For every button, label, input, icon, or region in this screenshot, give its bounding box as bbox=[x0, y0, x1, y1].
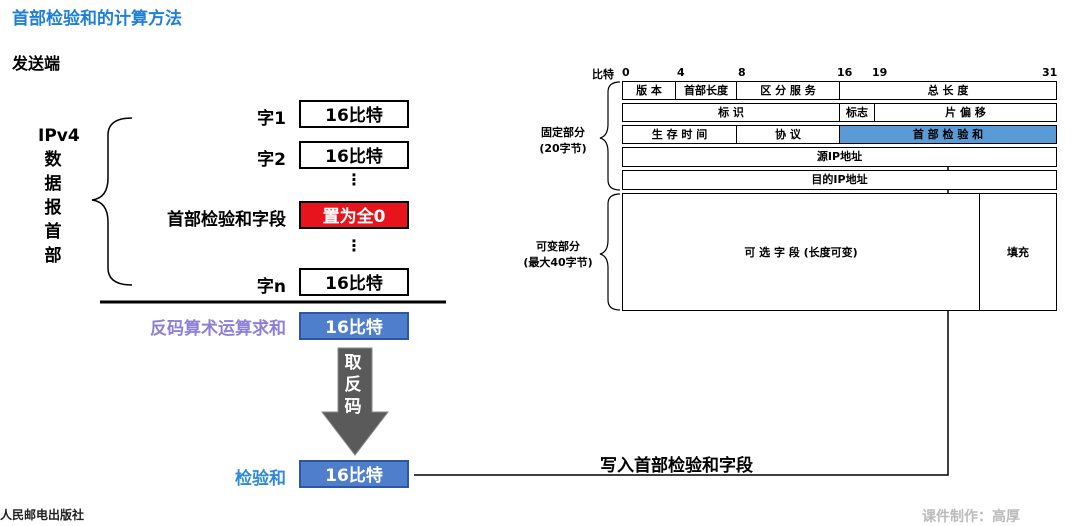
header-length-cell: 首部长度 bbox=[675, 81, 737, 100]
padding-cell: 填充 bbox=[979, 193, 1057, 311]
variable-part-brace bbox=[599, 193, 621, 311]
word1-label: 字1 bbox=[257, 109, 286, 129]
ellipsis-dots: ⋮ bbox=[346, 236, 362, 255]
header-checksum-cell: 首 部 检 验 和 bbox=[839, 125, 1057, 144]
vertical-label-char: 据 bbox=[44, 174, 62, 194]
checksum-box: 16比特 bbox=[299, 460, 409, 488]
sender-label: 发送端 bbox=[12, 54, 61, 73]
variable-part-size: (最大40字节) bbox=[523, 256, 593, 269]
bit-tick: 0 bbox=[622, 66, 630, 79]
fragment-offset-cell: 片 偏 移 bbox=[874, 103, 1057, 122]
credit-text: 课件制作：高厚 bbox=[922, 509, 1020, 525]
bit-tick: 31 bbox=[1042, 66, 1058, 79]
ds-cell: 区 分 服 务 bbox=[736, 81, 840, 100]
sum-box: 16比特 bbox=[299, 312, 409, 340]
fixed-part-size: (20字节) bbox=[539, 142, 587, 155]
variable-part-title: 可变部分 bbox=[536, 240, 580, 253]
checksum-field-label: 首部检验和字段 bbox=[167, 210, 286, 230]
fixed-part-label: 固定部分 (20字节) bbox=[520, 124, 606, 156]
fixed-part-title: 固定部分 bbox=[541, 126, 585, 139]
word2-box: 16比特 bbox=[299, 141, 409, 169]
options-cell: 可 选 字 段 (长度可变) bbox=[622, 193, 980, 311]
wordn-label: 字n bbox=[256, 277, 286, 297]
checksum-label: 检验和 bbox=[235, 469, 286, 489]
variable-part-label: 可变部分 (最大40字节) bbox=[510, 238, 606, 270]
version-cell: 版 本 bbox=[622, 81, 676, 100]
vertical-label-char: 首 bbox=[44, 222, 62, 242]
bit-tick: 19 bbox=[872, 66, 888, 79]
invert-arrow-char: 码 bbox=[344, 397, 362, 417]
bit-tick: 8 bbox=[738, 66, 746, 79]
ttl-cell: 生 存 时 间 bbox=[622, 125, 737, 144]
bit-tick: 4 bbox=[677, 66, 685, 79]
bit-label: 比特 bbox=[592, 68, 614, 81]
fixed-part-brace bbox=[599, 81, 621, 191]
wordn-box: 16比特 bbox=[299, 268, 409, 296]
zeroed-checksum-box: 置为全0 bbox=[299, 201, 409, 229]
source-ip-cell: 源IP地址 bbox=[622, 147, 1057, 167]
invert-arrow-char: 取 bbox=[344, 353, 362, 373]
invert-arrow-label: 取 反 码 bbox=[338, 352, 368, 418]
page-title: 首部检验和的计算方法 bbox=[12, 9, 182, 29]
invert-arrow-shape bbox=[320, 347, 390, 456]
write-in-label: 写入首部检验和字段 bbox=[600, 456, 753, 476]
identification-cell: 标 识 bbox=[622, 103, 840, 122]
flags-cell: 标志 bbox=[839, 103, 875, 122]
sum-label: 反码算术运算求和 bbox=[150, 319, 286, 339]
word1-box: 16比特 bbox=[299, 100, 409, 128]
destination-ip-cell: 目的IP地址 bbox=[622, 170, 1057, 190]
left-brace bbox=[91, 117, 133, 286]
protocol-cell: 协 议 bbox=[736, 125, 840, 144]
word2-label: 字2 bbox=[257, 150, 286, 170]
publisher-logo: 人民邮电出版社 bbox=[0, 508, 85, 522]
vertical-label-char: 数 bbox=[44, 150, 62, 170]
total-length-cell: 总 长 度 bbox=[839, 81, 1057, 100]
vertical-label-char: 报 bbox=[44, 198, 62, 218]
ellipsis-dots: ⋮ bbox=[346, 170, 362, 189]
bit-tick: 16 bbox=[837, 66, 853, 79]
invert-arrow-char: 反 bbox=[344, 375, 362, 395]
vertical-label-char: 部 bbox=[44, 246, 62, 266]
